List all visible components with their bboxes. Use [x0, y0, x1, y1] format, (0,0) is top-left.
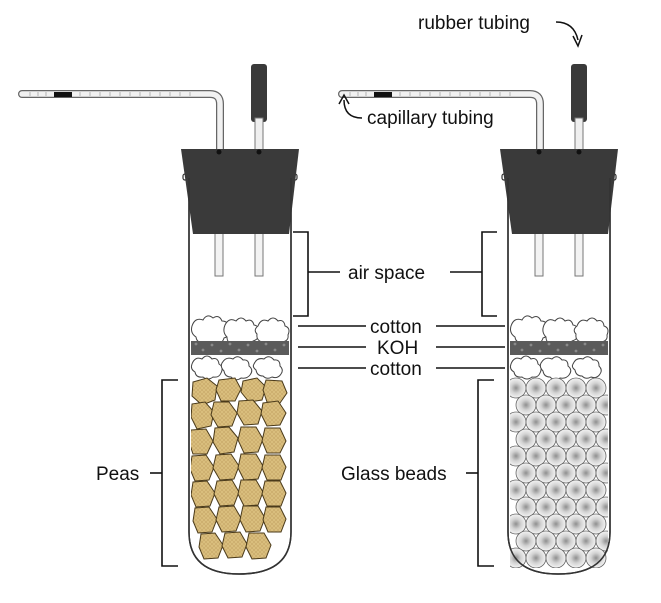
- right-fluid-marker: [374, 92, 392, 97]
- glass-bead: [585, 513, 607, 535]
- glass-bead: [545, 411, 567, 433]
- glass-bead: [525, 411, 547, 433]
- glass-bead: [515, 428, 537, 450]
- glass-bead: [575, 496, 597, 518]
- peas-label: Peas: [96, 464, 139, 485]
- glass-bead: [535, 394, 557, 416]
- left-fluid-marker: [54, 92, 72, 97]
- glass-bead: [565, 479, 587, 501]
- glass-bead: [525, 377, 547, 399]
- glass-bead: [515, 496, 537, 518]
- left-cotton-bottom: [190, 355, 283, 381]
- glass-bead: [545, 479, 567, 501]
- rubber-tubing-callout: [555, 21, 583, 48]
- right-koh-layer: [510, 341, 608, 355]
- glass-bead: [555, 462, 577, 484]
- glass-beads-label: Glass beads: [341, 464, 447, 485]
- glass-bead: [535, 496, 557, 518]
- glass-bead: [555, 530, 577, 552]
- air-space-brackets: [293, 231, 497, 317]
- cotton-bottom-label: cotton: [370, 359, 422, 380]
- glass-bead: [535, 462, 557, 484]
- glass-bead: [595, 428, 608, 450]
- air-space-label: air space: [348, 263, 425, 284]
- right-stopper: [500, 149, 618, 234]
- glass-bead: [535, 428, 557, 450]
- right-rubber-tubing: [571, 64, 587, 159]
- glass-bead: [565, 377, 587, 399]
- right-capillary-tubing: [338, 90, 544, 162]
- glass-bead: [545, 513, 567, 535]
- capillary-tubing-callout: [338, 93, 363, 119]
- glass-bead: [535, 530, 557, 552]
- left-peas: [191, 377, 288, 560]
- right-cotton-top: [510, 315, 609, 347]
- glass-bead: [515, 530, 537, 552]
- glass-bead: [545, 445, 567, 467]
- glass-bead: [595, 462, 608, 484]
- glass-bead: [565, 547, 587, 568]
- glass-bead: [525, 547, 547, 568]
- glass-bead: [585, 547, 607, 568]
- glass-bead: [545, 377, 567, 399]
- rubber-tubing-label: rubber tubing: [418, 13, 530, 34]
- left-koh-layer: [191, 341, 289, 355]
- left-rubber-tubing: [251, 64, 267, 159]
- layer-leader-lines: [298, 325, 505, 369]
- glass-bead: [575, 428, 597, 450]
- left-stopper: [181, 149, 299, 234]
- glass-bead: [585, 479, 607, 501]
- glass-bead: [565, 445, 587, 467]
- right-glass-beads: [510, 377, 608, 568]
- glass-bead: [545, 547, 567, 568]
- left-capillary-tubing: [18, 90, 224, 162]
- glass-bead: [595, 496, 608, 518]
- glass-bead: [525, 513, 547, 535]
- peas-bracket: [150, 379, 178, 567]
- left-cotton-top: [191, 315, 290, 347]
- glass-bead: [585, 445, 607, 467]
- koh-label: KOH: [377, 338, 418, 359]
- glass-bead: [595, 394, 608, 416]
- cotton-top-label: cotton: [370, 317, 422, 338]
- glass-bead: [515, 394, 537, 416]
- glass-bead: [575, 462, 597, 484]
- glass-bead: [525, 445, 547, 467]
- glass-bead: [585, 411, 607, 433]
- glass-bead: [575, 530, 597, 552]
- glass-bead: [575, 394, 597, 416]
- right-respirometer: [338, 64, 618, 575]
- glass-beads-bracket: [466, 379, 494, 567]
- glass-bead: [555, 496, 577, 518]
- glass-bead: [555, 428, 577, 450]
- left-respirometer: [18, 64, 299, 575]
- capillary-tubing-label: capillary tubing: [367, 108, 494, 129]
- glass-bead: [565, 513, 587, 535]
- glass-bead: [585, 377, 607, 399]
- glass-bead: [515, 462, 537, 484]
- right-cotton-bottom: [509, 355, 602, 381]
- glass-bead: [595, 530, 608, 552]
- glass-bead: [555, 394, 577, 416]
- glass-bead: [565, 411, 587, 433]
- glass-bead: [525, 479, 547, 501]
